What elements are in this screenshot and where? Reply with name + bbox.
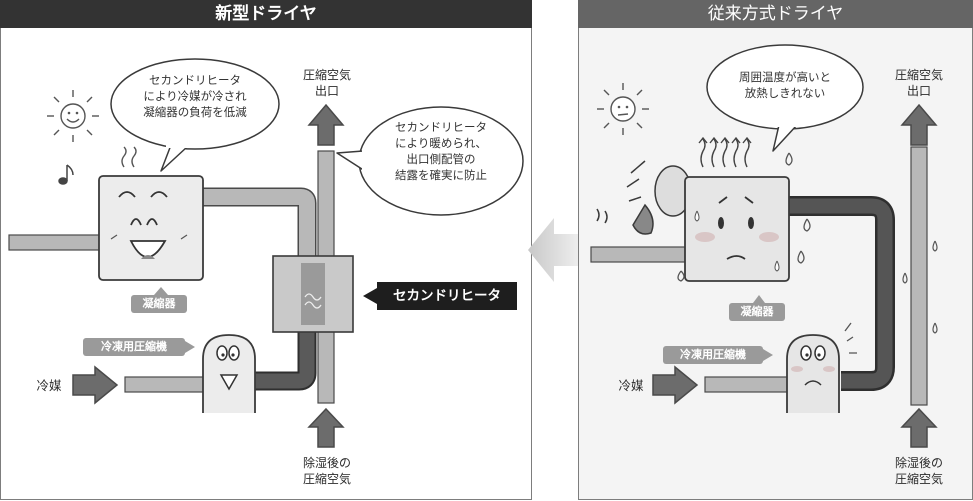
air-pipe — [910, 146, 928, 406]
bubble-line: 凝縮器の負荷を低減 — [143, 105, 247, 119]
outlet-arrow — [900, 103, 938, 146]
compressor-tag-shape — [663, 346, 773, 364]
condenser-out-pipe — [201, 189, 315, 269]
bubble-line: セカンドリヒータ — [395, 120, 487, 134]
bubble-line: により冷媒が冷され — [143, 89, 247, 103]
refrigerant-arrow — [652, 365, 699, 405]
outlet-label-line: 圧縮空気 — [302, 68, 351, 82]
refrigerant-label: 冷媒 — [618, 378, 644, 393]
outlet-label: 圧縮空気 出口 — [885, 67, 953, 99]
outlet-label-line: 出口 — [314, 84, 339, 98]
comparison-arrow — [528, 218, 580, 282]
inlet-label: 除湿後の 圧縮空気 — [293, 455, 361, 487]
outlet-arrow — [307, 103, 345, 146]
refrigerant-inlet-pipe — [704, 376, 798, 393]
new-dryer-title: 新型ドライヤ — [0, 0, 532, 28]
speech-bubble-text: 周囲温度が高いと 放熱しきれない — [715, 69, 855, 101]
inlet-label-line: 圧縮空気 — [894, 472, 943, 486]
inlet-label-line: 除湿後の — [894, 456, 943, 470]
fan-character — [596, 160, 692, 235]
refrigerant-inlet-pipe — [124, 376, 210, 393]
refrigerant-label: 冷媒 — [36, 378, 62, 393]
sweat-drops — [677, 152, 811, 282]
outlet-label: 圧縮空気 出口 — [293, 67, 361, 99]
heat-rising-icon — [698, 136, 752, 168]
condenser-tag: 凝縮器 — [142, 297, 176, 310]
inlet-label: 除湿後の 圧縮空気 — [885, 455, 953, 487]
condenser-tag-shape — [729, 295, 785, 321]
bubble-line: 放熱しきれない — [744, 86, 826, 100]
bubble-line: 結露を確実に防止 — [395, 168, 487, 182]
conventional-dryer-panel: 従来方式ドライヤ — [578, 0, 973, 500]
bubble-line: セカンドリヒータ — [149, 73, 241, 87]
bubble-line: 出口側配管の — [406, 152, 476, 166]
refrigerant-pipe-left — [590, 246, 686, 263]
speech-bubble — [706, 44, 864, 152]
inlet-label-line: 圧縮空気 — [302, 472, 351, 486]
inlet-arrow — [307, 407, 345, 448]
music-note-icon — [58, 164, 74, 185]
condensation-drops — [902, 240, 938, 334]
sun-icon — [597, 83, 649, 135]
outlet-bubble-text: セカンドリヒータ により暖められ、 出口側配管の 結露を確実に防止 — [373, 119, 509, 183]
bubble-line: 周囲温度が高いと — [739, 70, 831, 84]
new-dryer-diagram — [8, 58, 524, 448]
compressor-tag-shape — [83, 338, 195, 356]
reheater-callout: セカンドリヒータ — [377, 282, 517, 310]
outlet-label-line: 圧縮空気 — [894, 68, 943, 82]
outlet-speech-bubble — [336, 106, 524, 216]
condenser-character — [684, 176, 790, 282]
condenser-tag-shape — [131, 287, 187, 313]
conventional-dryer-diagram — [590, 44, 938, 448]
second-reheater-box — [272, 255, 354, 333]
inlet-label-line: 除湿後の — [302, 456, 351, 470]
condenser-bubble-text: セカンドリヒータ により冷媒が冷され 凝縮器の負荷を低減 — [129, 72, 261, 120]
compressor-tag: 冷凍用圧縮機 — [101, 340, 167, 353]
refrigerant-pipe-left — [8, 234, 102, 251]
sun-icon — [47, 90, 99, 142]
heat-lines-icon — [121, 146, 137, 168]
compressor-return-pipe — [253, 317, 315, 389]
inlet-arrow — [900, 407, 938, 448]
condenser-out-pipe — [789, 198, 893, 389]
compressor-character — [786, 322, 857, 413]
compressor-character — [202, 334, 256, 413]
condenser-speech-bubble — [110, 58, 280, 172]
outlet-label-line: 出口 — [906, 84, 931, 98]
compressor-tag: 冷凍用圧縮機 — [680, 348, 746, 361]
condenser-tag: 凝縮器 — [740, 305, 774, 318]
bubble-line: により暖められ、 — [395, 136, 487, 150]
conventional-dryer-title: 従来方式ドライヤ — [578, 0, 973, 28]
refrigerant-arrow — [72, 365, 119, 405]
condenser-character — [98, 175, 204, 281]
new-dryer-panel: 新型ドライヤ — [0, 0, 532, 500]
